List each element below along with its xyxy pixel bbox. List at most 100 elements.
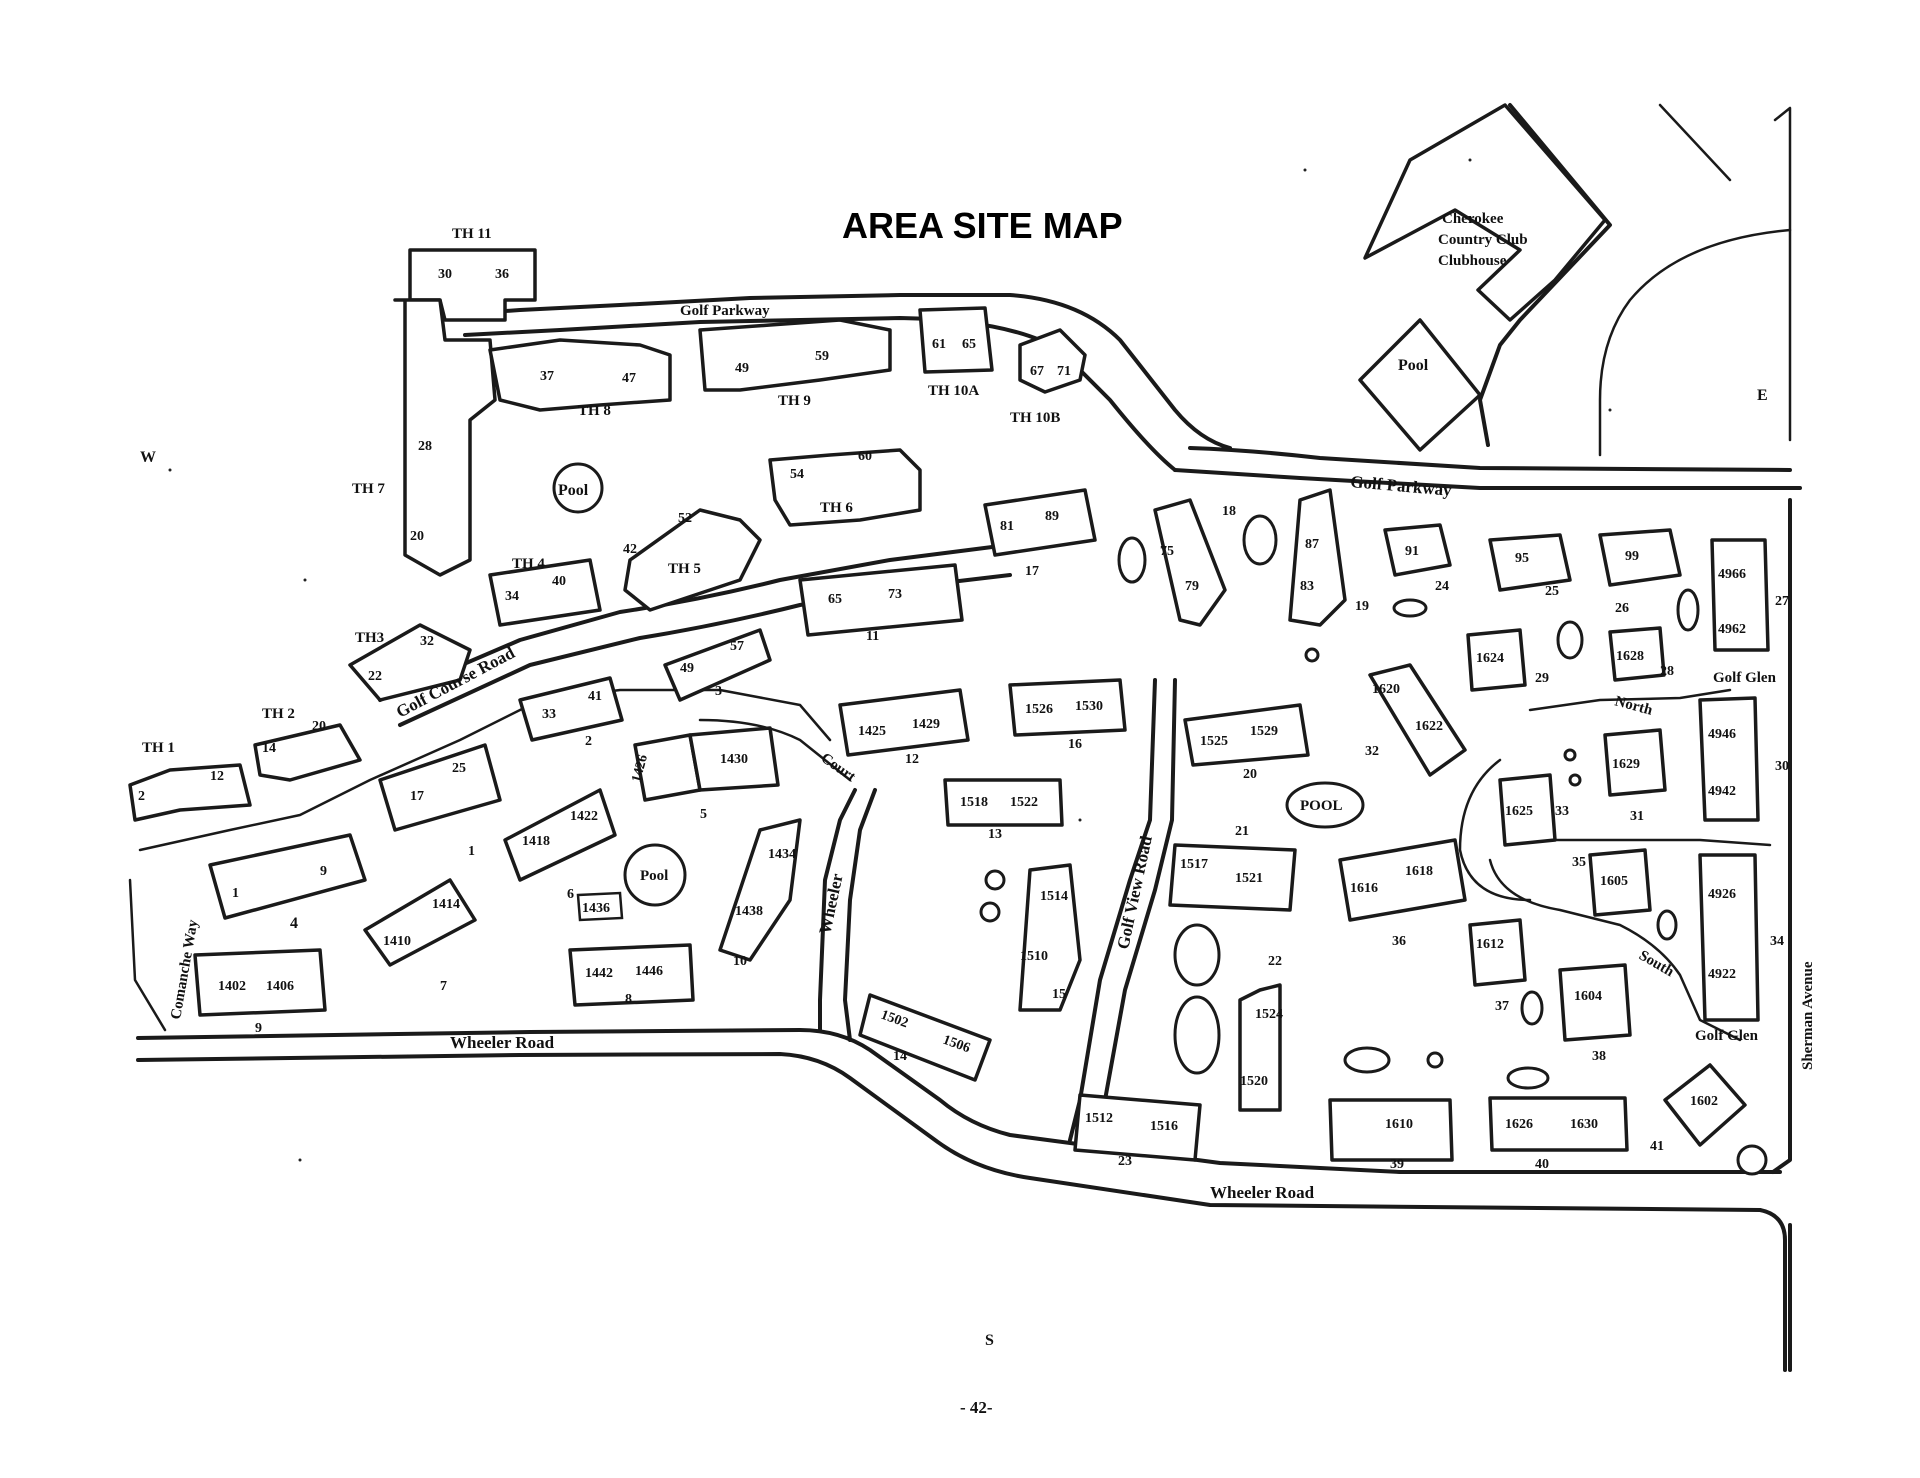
th3-building: [348, 623, 472, 702]
unit-label: 49: [735, 361, 749, 376]
unit-label: 1512: [1085, 1111, 1113, 1126]
pond-3: [1392, 598, 1428, 618]
th10a-building: [918, 306, 994, 374]
dot: [1078, 818, 1082, 822]
bldg-8: [568, 943, 695, 1007]
townhouse-clusters: [128, 248, 1087, 822]
th5-label: TH 5: [668, 561, 701, 577]
th8-pool-label: Pool: [558, 482, 589, 499]
building-number: 11: [866, 629, 879, 644]
comanche-way-edge: [128, 878, 167, 1032]
sherman-avenue-west-edge: [1771, 498, 1792, 1174]
unit-label: 1425: [858, 724, 886, 739]
main-pool: [1285, 781, 1365, 829]
golf-course-road-south-edge: [398, 573, 1012, 727]
building-number: 25: [1545, 584, 1559, 599]
bldg-6: [503, 788, 617, 882]
th10b-building: [1018, 328, 1087, 394]
bldg-41: [1663, 1063, 1747, 1147]
compass-west: W: [140, 449, 156, 466]
wheeler-road-north-edge: [136, 1028, 1782, 1174]
unit-label: 30: [438, 267, 452, 282]
bldg-22: [1238, 983, 1282, 1112]
clubhouse-pool: [1358, 318, 1482, 452]
golf-parkway-north-edge: [1188, 446, 1792, 472]
unit-label: 1524: [1255, 1007, 1283, 1022]
unit-label: 17: [410, 789, 424, 804]
clubhouse-building: [1363, 103, 1607, 322]
compass-markers: W E S: [140, 387, 1768, 1349]
th9-building: [698, 318, 892, 392]
unit-label: 41: [588, 689, 602, 704]
building-number: 33: [1555, 804, 1569, 819]
unit-label: 1620: [1372, 682, 1400, 697]
bldg8-pool-label: Pool: [640, 868, 668, 884]
th8-pool: [552, 462, 604, 514]
unit-label: 59: [815, 349, 829, 364]
unit-label: 22: [368, 669, 382, 684]
unit-label: 73: [888, 587, 902, 602]
unit-label: 1604: [1574, 989, 1602, 1004]
unit-label: 1521: [1235, 871, 1263, 886]
north-label: North: [1613, 693, 1655, 719]
bldg-4: [208, 833, 367, 920]
dot: [1608, 408, 1612, 412]
dot: [168, 468, 172, 472]
unit-label: 1522: [1010, 795, 1038, 810]
th4-building: [488, 558, 602, 627]
unit-label: 34: [505, 589, 519, 604]
pond-11: [1343, 1046, 1391, 1074]
building-number: 22: [1268, 954, 1282, 969]
bldg-29: [1466, 628, 1527, 692]
bldg-19: [1288, 488, 1347, 627]
bldg-10: [718, 818, 802, 962]
th1-building: [128, 763, 252, 822]
south-road: [1488, 858, 1742, 1042]
th10b-label: TH 10B: [1010, 410, 1060, 426]
pond-18: [1426, 1051, 1444, 1069]
golf-parkway-upper-north: [448, 293, 1232, 450]
unit-label: 20: [410, 529, 424, 544]
th8-label: TH 8: [578, 403, 611, 419]
th11-label: TH 11: [452, 226, 492, 242]
clubhouse-pool-label: Pool: [1398, 357, 1429, 374]
unit-label: 33: [542, 707, 556, 722]
unit-label: 71: [1057, 364, 1071, 379]
unit-label: 52: [678, 511, 692, 526]
unit-label: 67: [1030, 364, 1044, 379]
building-number: 13: [988, 827, 1002, 842]
pond-7: [1173, 995, 1221, 1075]
th7-building: [393, 298, 497, 577]
unit-label: 61: [932, 337, 946, 352]
cherokee-clubhouse: Cherokee Country Club Clubhouse Pool: [1358, 103, 1607, 452]
bldg-33: [1498, 773, 1557, 847]
unit-label: 49: [680, 661, 694, 676]
building-number: 8: [625, 992, 632, 1007]
wheeler-east-edge: [843, 788, 877, 1042]
unit-label: 1510: [1020, 949, 1048, 964]
unit-label: 20: [312, 719, 326, 734]
bldg-26: [1598, 528, 1682, 587]
unit-label: 75: [1160, 544, 1174, 559]
unit-label: 25: [452, 761, 466, 776]
bldg-7: [363, 878, 477, 967]
unit-label: 1442: [585, 966, 613, 981]
unit-label: 1610: [1385, 1117, 1413, 1132]
th3-label: TH3: [355, 630, 384, 646]
unit-label: 1446: [635, 964, 663, 979]
unit-label: 1: [232, 886, 239, 901]
unit-label: 54: [790, 467, 804, 482]
pond-16: [1563, 748, 1577, 762]
unit-label: 4942: [1708, 784, 1736, 799]
building-number: 34: [1770, 934, 1784, 949]
bldg-23: [1073, 1093, 1202, 1162]
unit-label: 89: [1045, 509, 1059, 524]
unit-label: 36: [495, 267, 509, 282]
unit-label: 4966: [1718, 567, 1746, 582]
building-number: 37: [1495, 999, 1509, 1014]
building-number: 1: [468, 844, 475, 859]
building-number: 15: [1052, 987, 1066, 1002]
sherman-avenue-label: Sherman Avenue: [1800, 961, 1816, 1070]
unit-label: 1426: [629, 753, 651, 784]
bldg-1: [378, 743, 502, 832]
